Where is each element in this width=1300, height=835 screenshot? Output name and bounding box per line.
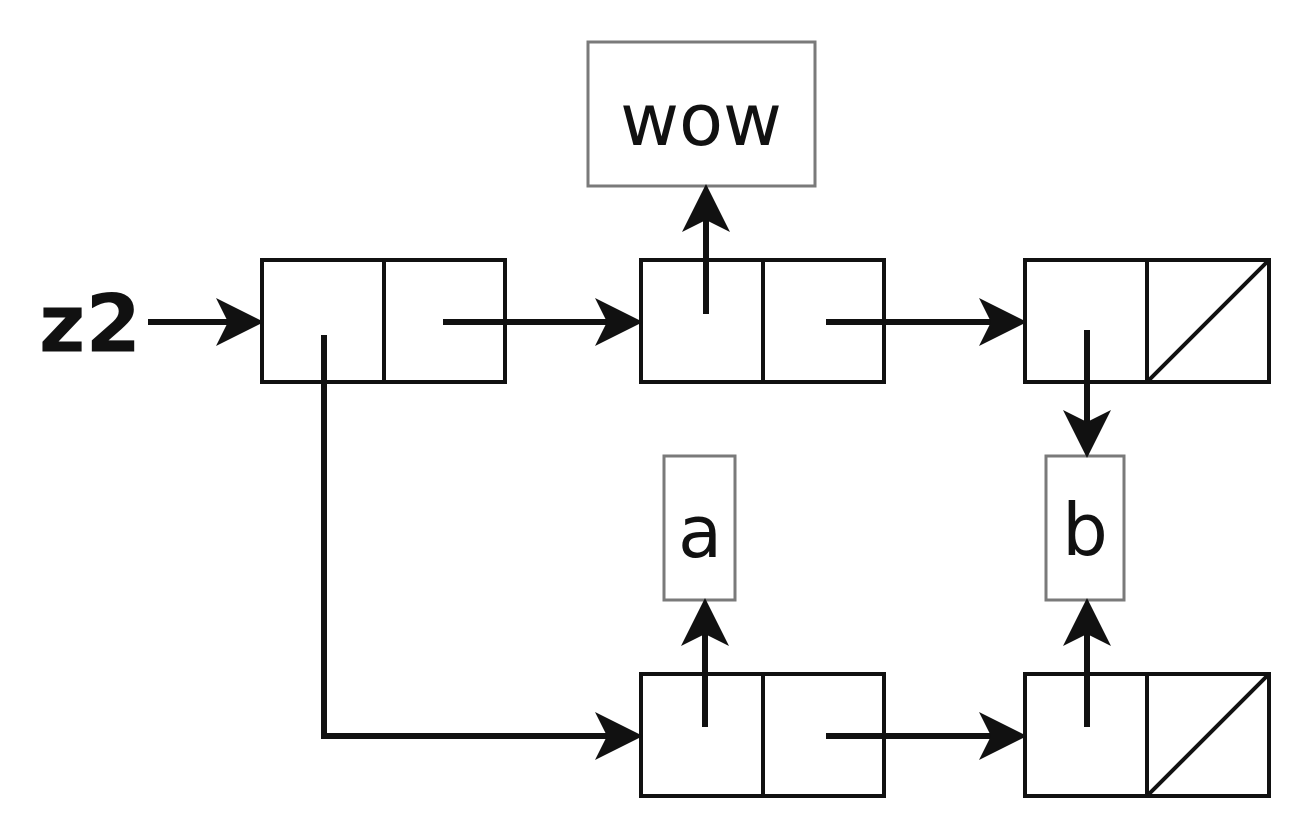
atom-wow-label: wow — [620, 78, 782, 162]
atom-wow: wow — [586, 40, 817, 188]
atom-a-label: a — [678, 490, 722, 574]
pointer-pair-1-car-to-pair-4 — [321, 335, 643, 760]
atom-b: b — [1044, 454, 1126, 602]
pair-3 — [1023, 258, 1271, 384]
variable-label-z2: z2 — [39, 278, 141, 371]
pair-5-null-cdr-slash — [1145, 672, 1271, 798]
atom-a-box — [662, 454, 737, 602]
atom-b-label: b — [1062, 488, 1108, 572]
atom-wow-box — [586, 40, 817, 188]
pair-3-null-cdr-slash — [1145, 258, 1271, 384]
pair-5 — [1023, 672, 1271, 798]
atom-a: a — [662, 454, 737, 602]
